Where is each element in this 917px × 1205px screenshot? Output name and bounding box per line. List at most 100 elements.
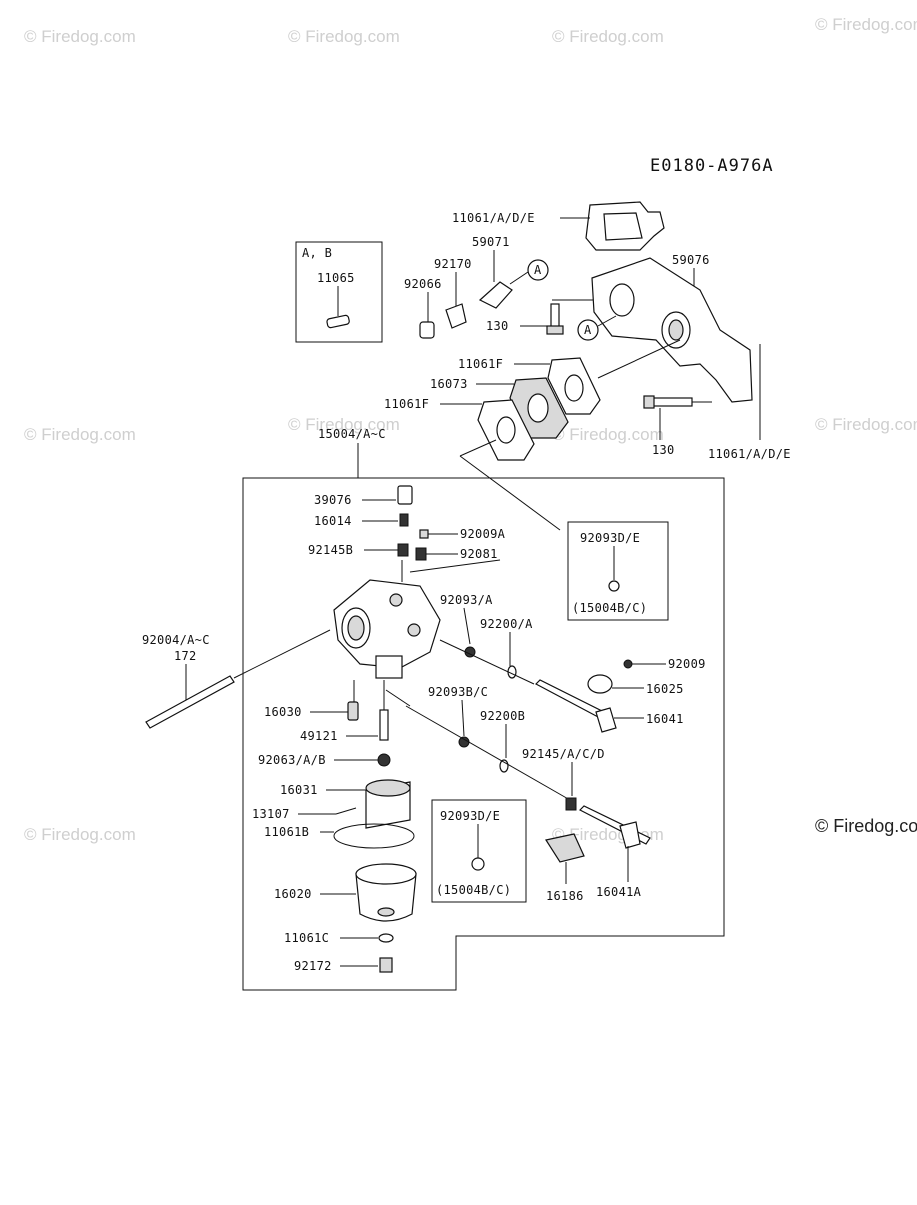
inset-lower-part: 92093D/E bbox=[440, 809, 500, 823]
label-92093bc: 92093B/C bbox=[428, 685, 488, 699]
watermark-text: © Firedog.com bbox=[815, 415, 917, 434]
leader-line bbox=[509, 271, 529, 285]
inset-right-part: 92093D/E bbox=[580, 531, 640, 545]
part-92066 bbox=[419, 321, 435, 339]
spacer-hole bbox=[527, 393, 549, 423]
label-92145acd: 92145/A/C/D bbox=[522, 747, 605, 761]
label-59071: 59071 bbox=[472, 235, 510, 249]
label-16030: 16030 bbox=[264, 705, 302, 719]
spring-92081 bbox=[415, 547, 427, 561]
bolt-head bbox=[643, 395, 655, 409]
carburetor-assembly-frame bbox=[242, 477, 725, 991]
leader-line bbox=[459, 455, 561, 531]
seal-92093bc bbox=[458, 736, 470, 748]
gasket-hole bbox=[496, 416, 516, 444]
leader-line bbox=[409, 559, 501, 573]
fitting-59071 bbox=[478, 281, 513, 309]
label-16041a: 16041A bbox=[596, 885, 642, 899]
label-92200a: 92200/A bbox=[480, 617, 533, 631]
label-16025: 16025 bbox=[646, 682, 684, 696]
plate-16186 bbox=[545, 833, 585, 863]
inset-heading: A, B bbox=[302, 246, 332, 260]
ref-circle-a bbox=[527, 259, 549, 281]
label-16041: 16041 bbox=[646, 712, 684, 726]
leader-line bbox=[463, 607, 471, 645]
body-boss bbox=[407, 623, 421, 637]
diagram-code: E0180-A976A bbox=[650, 156, 774, 176]
bolt-head bbox=[546, 325, 564, 335]
watermark-text: © Firedog.com bbox=[552, 425, 664, 444]
body-boss bbox=[389, 593, 403, 607]
inset-right-note: (15004B/C) bbox=[572, 601, 647, 615]
leader-line bbox=[385, 689, 411, 707]
pin-11065 bbox=[326, 314, 350, 329]
label-92093a: 92093/A bbox=[440, 593, 493, 607]
float-top bbox=[365, 779, 411, 797]
spring-16014 bbox=[399, 513, 409, 527]
cap-39076 bbox=[397, 485, 413, 505]
label-39076: 39076 bbox=[314, 493, 352, 507]
label-11065: 11065 bbox=[317, 271, 355, 285]
label-92172: 92172 bbox=[294, 959, 332, 973]
label-92063: 92063/A/B bbox=[258, 753, 326, 767]
screw-92009 bbox=[623, 659, 633, 669]
label-13107: 13107 bbox=[252, 807, 290, 821]
label-15004: 15004/A~C bbox=[318, 427, 386, 441]
label-130-bottom: 130 bbox=[652, 443, 675, 457]
inset-box-lower bbox=[431, 799, 527, 903]
manifold-port bbox=[609, 283, 635, 317]
leader-line bbox=[597, 339, 681, 379]
leader-line bbox=[405, 705, 571, 801]
oring-92093de bbox=[608, 580, 620, 592]
manifold-port-inner bbox=[668, 319, 684, 341]
label-92066: 92066 bbox=[404, 277, 442, 291]
label-11061f-top: 11061F bbox=[458, 357, 503, 371]
label-11061ade-bottom: 11061/A/D/E bbox=[708, 447, 791, 461]
bowl-drain bbox=[377, 907, 395, 917]
ref-label-a: A bbox=[534, 263, 542, 277]
watermark-text: © Firedog.com bbox=[24, 425, 136, 444]
label-130-top: 130 bbox=[486, 319, 509, 333]
leader-line bbox=[439, 639, 535, 685]
watermark-text: © Firedog.com bbox=[288, 415, 400, 434]
watermark-text: © Firedog.com bbox=[552, 27, 664, 46]
gasket-11061c bbox=[378, 933, 394, 943]
seal-92063 bbox=[377, 753, 391, 767]
ref-label-a: A bbox=[584, 323, 592, 337]
watermark-text: © Firedog.com bbox=[24, 825, 136, 844]
shaft-92004 bbox=[145, 675, 235, 729]
spring-92145acd bbox=[565, 797, 577, 811]
label-92009: 92009 bbox=[668, 657, 706, 671]
oring-92093de-lower bbox=[471, 857, 485, 871]
inset-box-ab bbox=[295, 241, 383, 343]
lever-16041 bbox=[595, 707, 617, 733]
lever-16041a bbox=[619, 821, 641, 849]
watermark-text: © Firedog.com bbox=[288, 27, 400, 46]
ref-circle-a bbox=[577, 319, 599, 341]
gasket-hole bbox=[603, 212, 643, 241]
label-11061c: 11061C bbox=[284, 931, 329, 945]
label-92009a: 92009A bbox=[460, 527, 506, 541]
label-92004: 92004/A~C bbox=[142, 633, 210, 647]
inset-lower-note: (15004B/C) bbox=[436, 883, 511, 897]
float-bowl-16020 bbox=[355, 873, 417, 922]
label-16186: 16186 bbox=[546, 889, 584, 903]
label-16073: 16073 bbox=[430, 377, 468, 391]
tube-49121 bbox=[379, 709, 389, 741]
body-stem bbox=[375, 655, 403, 679]
plate-16025 bbox=[587, 674, 613, 694]
jet-16030 bbox=[347, 701, 359, 721]
gasket-hole bbox=[564, 374, 584, 402]
inset-box-right bbox=[567, 521, 669, 621]
label-16031: 16031 bbox=[280, 783, 318, 797]
label-92170: 92170 bbox=[434, 257, 472, 271]
bolt-130-top bbox=[550, 303, 560, 329]
label-92145b: 92145B bbox=[308, 543, 353, 557]
label-59076: 59076 bbox=[672, 253, 710, 267]
watermark-text-dark: © Firedog.com bbox=[815, 816, 917, 836]
label-16020: 16020 bbox=[274, 887, 312, 901]
bolt-130-bottom bbox=[651, 397, 693, 407]
label-11061f-bot: 11061F bbox=[384, 397, 429, 411]
